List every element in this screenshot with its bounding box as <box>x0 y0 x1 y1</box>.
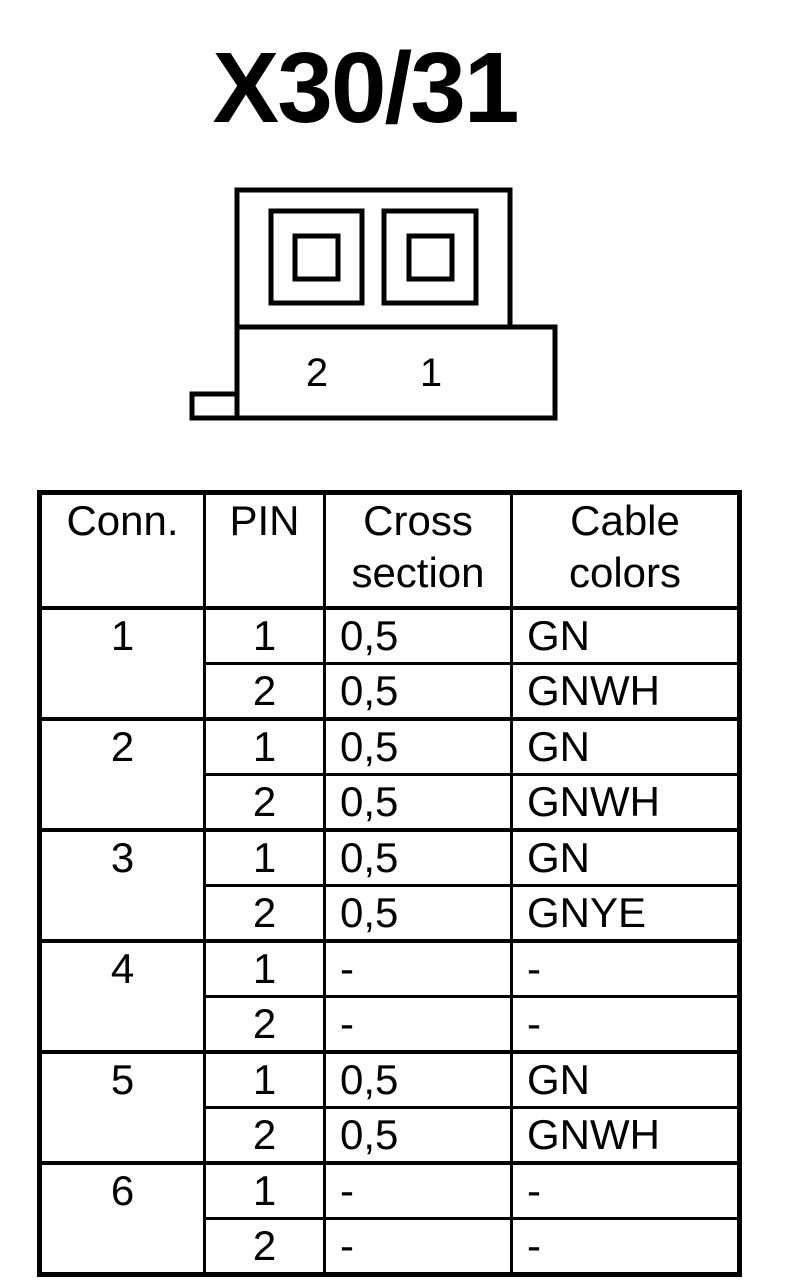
pin-label-2: 2 <box>306 351 328 395</box>
table-row: 2 0,5 GNWH <box>40 1106 741 1165</box>
cable-color-cell: GNWH <box>510 773 741 832</box>
conn-cell: 1 <box>38 606 206 721</box>
table-row: 2 - - <box>40 995 741 1054</box>
pin-cell: 2 <box>203 1106 326 1165</box>
pin-cell: 1 <box>203 1161 326 1220</box>
cross-section-cell: - <box>323 1161 513 1220</box>
pin-cell: 1 <box>203 606 326 665</box>
header-cable-colors-line1: Cable <box>570 497 680 544</box>
cross-section-cell: 0,5 <box>323 884 513 943</box>
table-row: 2 0,5 GNWH <box>40 662 741 721</box>
header-cross-section-line1: Cross <box>363 497 473 544</box>
pin-cell: 1 <box>203 1050 326 1109</box>
connector-housing-base <box>234 324 558 421</box>
cable-color-cell: GN <box>510 606 741 665</box>
header-cross-section-line2: section <box>351 549 485 596</box>
header-cable-colors-line2: colors <box>568 549 682 596</box>
pin-cavity-1-inner <box>406 233 455 282</box>
pinout-table: Conn. PIN Cross section Cable colors 1 1… <box>37 490 742 1277</box>
pin-cell: 2 <box>203 1217 326 1276</box>
table-row: 3 1 0,5 GN <box>38 828 741 943</box>
header-cable-colors: Cable colors <box>510 491 741 610</box>
conn-cell: 5 <box>38 1050 206 1165</box>
cross-section-cell: - <box>323 1217 513 1276</box>
cable-color-cell: GNYE <box>510 884 741 943</box>
cable-color-cell: GN <box>510 828 741 887</box>
pin-cell: 2 <box>203 773 326 832</box>
cable-color-cell: GN <box>510 1050 741 1109</box>
cable-color-cell: GNWH <box>510 662 741 721</box>
cross-section-cell: 0,5 <box>323 1050 513 1109</box>
diagram-title: X30/31 <box>212 32 520 144</box>
pin-cell: 1 <box>203 828 326 887</box>
cross-section-cell: 0,5 <box>323 662 513 721</box>
cross-section-cell: 0,5 <box>323 828 513 887</box>
table-row: 5 1 0,5 GN <box>38 1050 741 1165</box>
table-row: 2 - - <box>40 1217 741 1276</box>
cable-color-cell: GN <box>510 717 741 776</box>
cross-section-cell: 0,5 <box>323 606 513 665</box>
conn-cell: 3 <box>38 828 206 943</box>
table-row: 2 0,5 GNYE <box>40 884 741 943</box>
cable-color-cell: - <box>510 995 741 1054</box>
table-row: 1 1 0,5 GN <box>38 606 741 721</box>
table-row: 6 1 - - <box>38 1161 741 1276</box>
pin-cell: 2 <box>203 662 326 721</box>
pin-cell: 2 <box>203 884 326 943</box>
table-row: 2 0,5 GNWH <box>40 773 741 832</box>
header-cross-section: Cross section <box>323 491 513 610</box>
pin-cell: 1 <box>203 939 326 998</box>
header-pin: PIN <box>203 491 326 610</box>
conn-cell: 4 <box>38 939 206 1054</box>
cross-section-cell: 0,5 <box>323 1106 513 1165</box>
conn-cell: 2 <box>38 717 206 832</box>
table-row: 4 1 - - <box>38 939 741 1054</box>
pin-cell: 1 <box>203 717 326 776</box>
pin-cavity-2-outer <box>268 208 365 306</box>
cross-section-cell: - <box>323 995 513 1054</box>
connector-drawing: 2 1 <box>189 187 558 421</box>
header-conn: Conn. <box>38 491 206 610</box>
pin-cell: 2 <box>203 995 326 1054</box>
pin-cavity-1-outer <box>381 208 479 306</box>
cross-section-cell: 0,5 <box>323 773 513 832</box>
conn-cell: 6 <box>38 1161 206 1276</box>
table-row: 2 1 0,5 GN <box>38 717 741 832</box>
cable-color-cell: - <box>510 1217 741 1276</box>
connector-latch-tab <box>189 391 240 421</box>
cross-section-cell: - <box>323 939 513 998</box>
cable-color-cell: - <box>510 939 741 998</box>
table-header-row: Conn. PIN Cross section Cable colors <box>38 491 741 610</box>
cable-color-cell: - <box>510 1161 741 1220</box>
pin-label-1: 1 <box>420 351 442 395</box>
cross-section-cell: 0,5 <box>323 717 513 776</box>
pin-cavity-2-inner <box>292 233 341 282</box>
cable-color-cell: GNWH <box>510 1106 741 1165</box>
